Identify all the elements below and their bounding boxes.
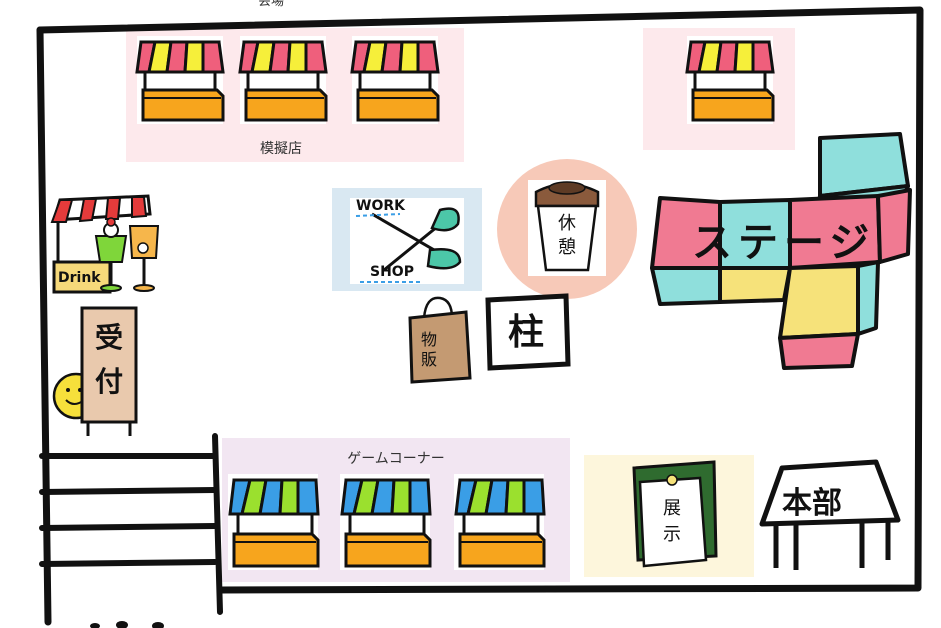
game-corner-label: ゲームコーナー (347, 451, 445, 467)
merch-label: 物販 (420, 330, 437, 369)
drink-stand (50, 194, 160, 294)
footprints (90, 621, 164, 628)
hq-label: 本部 (782, 486, 842, 521)
mock-shop-booth-2 (238, 34, 328, 126)
map-title: 会場 (258, 0, 285, 9)
drink-label: Drink (58, 270, 101, 286)
workshop-label-top: WORK (356, 198, 405, 214)
room-wall (36, 6, 924, 594)
mock-shop-booth-1 (135, 34, 225, 126)
hq-tent (759, 459, 901, 570)
game-booth-2 (338, 472, 432, 572)
room-wall-left (36, 26, 52, 626)
workshop-label-bottom: SHOP (370, 264, 414, 280)
merch-bag (408, 296, 472, 384)
mock-shop-label: 模擬店 (260, 141, 302, 157)
rest-area (497, 159, 637, 299)
exhibit-label: 展示 (663, 498, 681, 545)
reception-sign (52, 306, 138, 436)
pillar-box (485, 293, 571, 371)
game-booth-3 (452, 472, 546, 572)
rest-label: 休憩 (558, 213, 576, 258)
stage-label: ステージ (692, 220, 876, 266)
pillar-label: 柱 (507, 312, 544, 353)
workshop-scissors (350, 198, 464, 284)
stairs (39, 433, 223, 615)
game-booth-1 (226, 472, 320, 572)
exhibit-board (632, 460, 718, 568)
mock-shop-booth-4 (685, 34, 775, 126)
reception-label: 受付 (94, 321, 123, 398)
mock-shop-booth-3 (350, 34, 440, 126)
stage-blocks (650, 132, 912, 370)
